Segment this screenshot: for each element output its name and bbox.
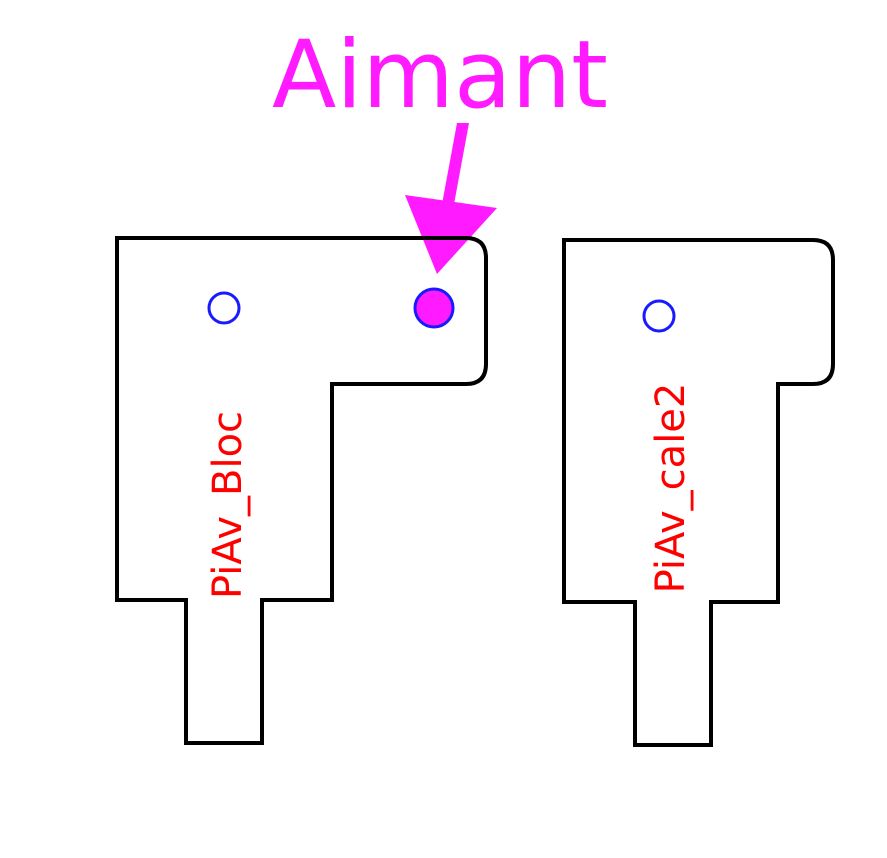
mounting-hole xyxy=(207,291,241,325)
arrow-head xyxy=(405,195,497,274)
part-piav-cale2: PiAv_cale2 xyxy=(562,238,835,747)
part-outline xyxy=(115,236,488,745)
annotation-arrow xyxy=(405,123,497,274)
arrow-shaft xyxy=(440,123,469,215)
part-piav-bloc: PiAv_Bloc xyxy=(115,236,488,745)
part-outline xyxy=(562,238,835,747)
annotation-label: Aimant xyxy=(272,21,608,130)
mounting-hole xyxy=(642,299,676,333)
part-label-piav-bloc: PiAv_Bloc xyxy=(205,411,251,599)
magnet-hole xyxy=(413,287,455,329)
part-label-piav-cale2: PiAv_cale2 xyxy=(648,383,694,594)
